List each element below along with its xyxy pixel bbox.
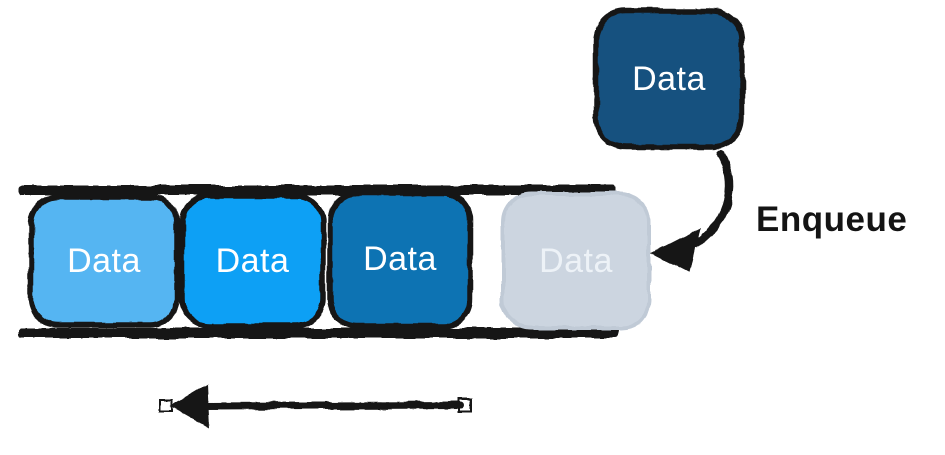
enqueue-arrowhead-icon — [651, 228, 700, 273]
queue-direction-arrow-shaft — [199, 401, 465, 410]
queue-item-3-box — [327, 190, 473, 329]
enqueue-label: Enqueue — [756, 200, 908, 239]
queue-item-1-box — [28, 194, 180, 328]
queue-item-2-box — [179, 193, 326, 329]
queue-item-entering-box — [501, 192, 651, 330]
queue-bottom-rail — [19, 328, 619, 338]
queue-direction-arrowhead-icon — [170, 384, 209, 428]
queue-top-rail — [19, 185, 616, 195]
enqueue-arrow-icon — [692, 150, 734, 248]
incoming-data-box — [593, 8, 745, 150]
